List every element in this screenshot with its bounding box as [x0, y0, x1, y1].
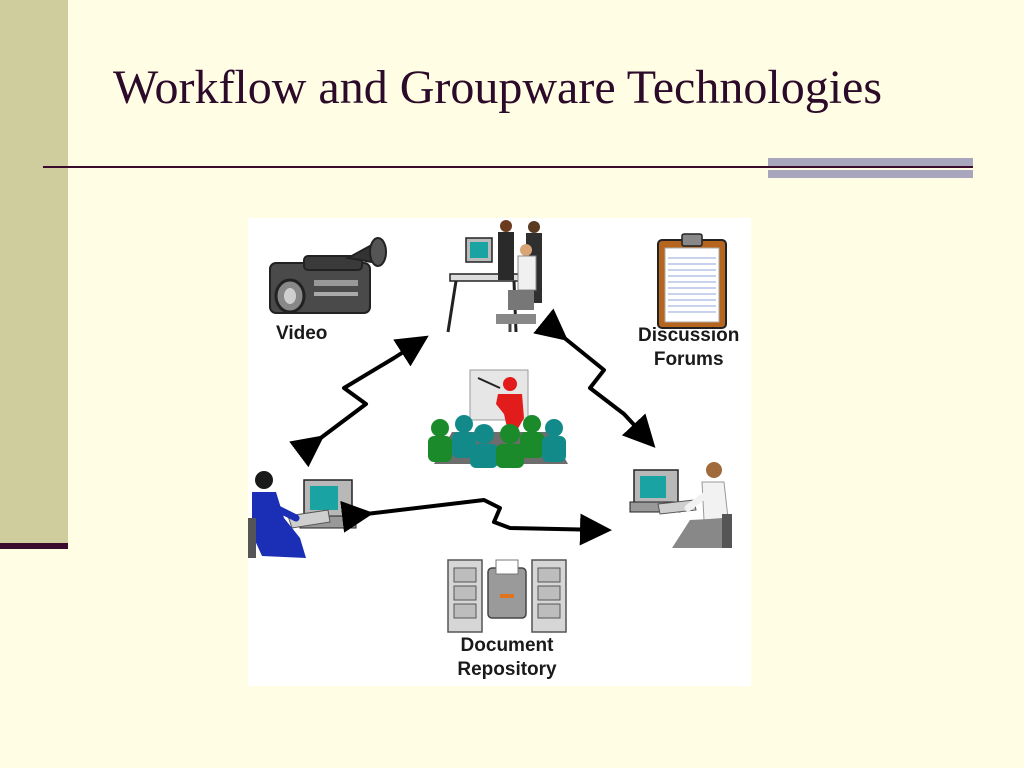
left-sidebar-foot-line — [0, 543, 68, 549]
filing-cabinets-icon — [447, 559, 567, 633]
arrow-team-to-forums — [533, 308, 656, 448]
office-team-icon — [446, 220, 542, 333]
meeting-presentation-icon — [428, 369, 568, 468]
label-discussion-forums: Discussion Forums — [638, 324, 739, 372]
label-discussion-line-2: Forums — [653, 349, 724, 370]
label-document-line-1: Document — [460, 635, 554, 656]
video-camera-icon — [269, 237, 387, 314]
woman-at-computer-icon — [248, 471, 357, 558]
label-document-line-2: Repository — [457, 659, 557, 680]
label-discussion-line-1: Discussion — [638, 325, 740, 346]
man-at-computer-icon — [629, 462, 732, 548]
groupware-diagram: Video Discussion Forums Document Reposit… — [248, 218, 751, 686]
label-document-repository: Document Repository — [448, 634, 566, 682]
arrow-woman-to-man — [340, 498, 612, 546]
diagram-illustration — [248, 220, 732, 633]
arrow-video-to-team — [289, 335, 429, 468]
clipboard-icon — [657, 233, 727, 329]
slide-title: Workflow and Groupware Technologies — [113, 61, 883, 114]
label-video: Video — [276, 323, 328, 344]
title-underline-accent — [768, 158, 973, 178]
title-underline — [43, 166, 973, 168]
left-sidebar-bar — [0, 0, 68, 546]
